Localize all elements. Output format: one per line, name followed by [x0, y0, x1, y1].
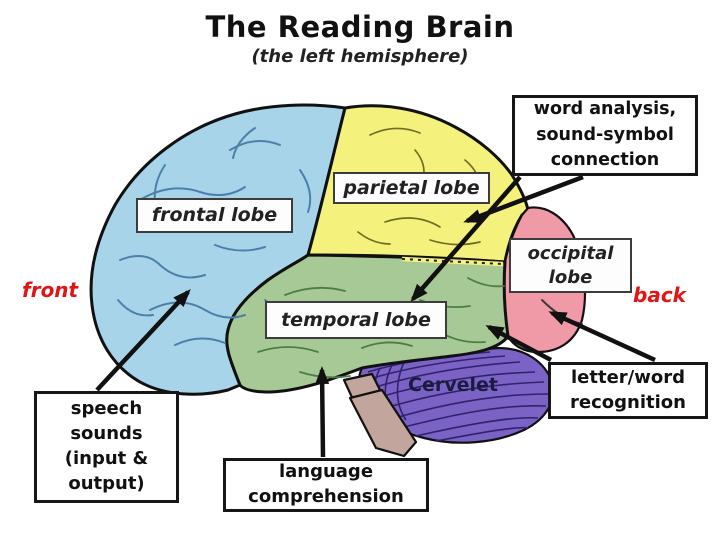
- occipital-lobe-label: occipital lobe: [509, 238, 632, 293]
- cerebellum-label: Cervelet: [408, 374, 498, 396]
- temporal-lobe-label: temporal lobe: [265, 301, 447, 339]
- word-analysis-box: word analysis, sound-symbol connection: [512, 95, 698, 176]
- parietal-temporal-dotted-boundary: [401, 258, 504, 265]
- brainstem-region: [342, 372, 418, 458]
- page-subtitle: (the left hemisphere): [251, 46, 469, 67]
- parietal-lobe-label: parietal lobe: [333, 172, 490, 204]
- arrow-wordanalysis-to-temporoparietal: [410, 175, 522, 303]
- annotation-arrows: [95, 174, 656, 458]
- letter-word-recognition-box: letter/word recognition: [548, 362, 708, 419]
- parietal-sulci: [357, 127, 481, 246]
- arrow-letterword-to-occipitotemporal: [485, 325, 553, 362]
- language-comprehension-box: language comprehension: [223, 458, 429, 512]
- arrow-letterword-to-occipital: [548, 310, 656, 363]
- speech-sounds-box: speech sounds (input & output): [34, 391, 179, 503]
- front-direction-label: front: [22, 278, 79, 302]
- frontal-lobe-label: frontal lobe: [136, 198, 293, 233]
- arrow-language-to-temporal: [315, 366, 330, 458]
- page-title: The Reading Brain: [205, 10, 515, 44]
- back-direction-label: back: [633, 283, 686, 307]
- arrow-speech-to-frontal: [95, 289, 191, 392]
